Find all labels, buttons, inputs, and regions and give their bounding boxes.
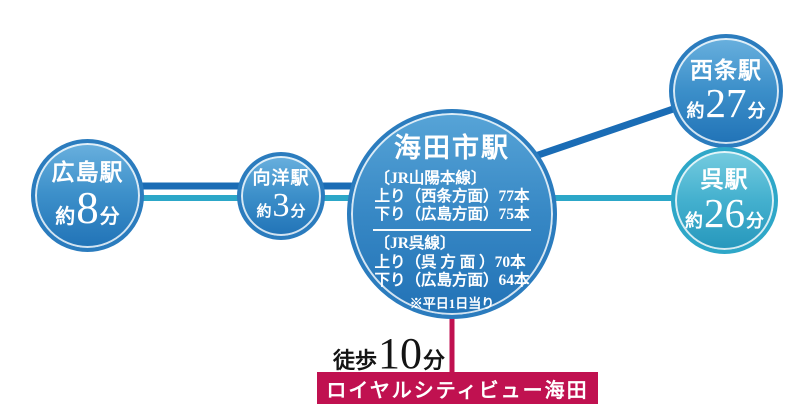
line-up-count: 上り（呉 方 面 ）70本	[374, 253, 526, 271]
station-circle-kaitaichi-hub: 海田市駅 〔JR山陽本線〕 上り（西条方面）77本 下り（広島方面）75本 〔J…	[347, 109, 557, 319]
hub-section-divider	[373, 229, 531, 232]
station-name: 西条駅	[690, 57, 762, 83]
station-circle-saijo: 西条駅 約 27 分	[669, 34, 783, 148]
property-name-banner: ロイヤルシティビュー海田	[317, 372, 598, 404]
walk-minutes: 10	[377, 329, 422, 378]
station-name: 呉駅	[700, 167, 749, 193]
line-up-count: 上り（西条方面）77本	[374, 188, 530, 206]
hub-weekday-note: ※平日1日当り	[409, 295, 495, 311]
station-name: 向洋駅	[252, 168, 310, 189]
travel-time: 約 3 分	[256, 186, 306, 224]
walk-unit: 分	[422, 348, 445, 373]
hub-station-name: 海田市駅	[394, 133, 510, 163]
travel-time: 約 8 分	[55, 182, 120, 233]
property-name: ロイヤルシティビュー海田	[326, 379, 589, 402]
station-name: 広島駅	[51, 160, 124, 186]
walk-prefix: 徒歩	[332, 348, 377, 373]
hub-line-info-kure: 〔JR呉線〕 上り（呉 方 面 ）70本 下り（広島方面）64本	[374, 235, 529, 289]
travel-time: 約 26 分	[685, 189, 764, 236]
hub-line-info-sanyo: 〔JR山陽本線〕 上り（西条方面）77本 下り（広島方面）75本	[374, 170, 529, 224]
line-name: 〔JR呉線〕	[374, 235, 456, 253]
station-circle-mukainada: 向洋駅 約 3 分	[237, 152, 325, 240]
line-name: 〔JR山陽本線〕	[374, 170, 487, 188]
station-circle-hiroshima: 広島駅 約 8 分	[31, 139, 144, 252]
walk-time-label: 徒歩 10 分	[327, 318, 445, 376]
line-down-count: 下り（広島方面）75本	[374, 206, 530, 224]
travel-time: 約 27 分	[686, 80, 766, 127]
line-down-count: 下り（広島方面）64本	[374, 271, 530, 289]
station-circle-kure: 呉駅 約 26 分	[671, 147, 778, 254]
